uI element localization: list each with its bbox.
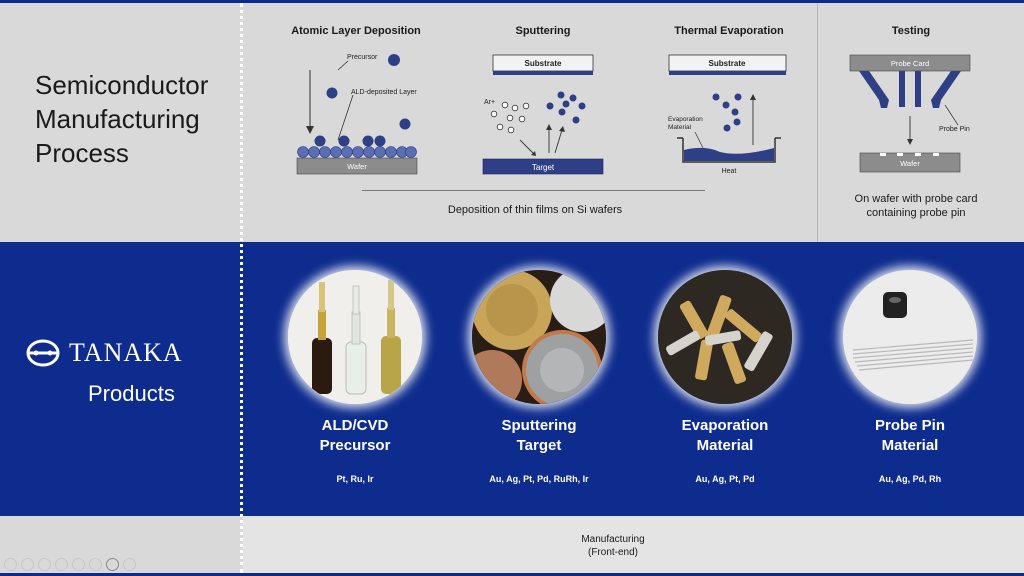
- tanaka-logo: TANAKA: [25, 338, 183, 368]
- sputtering-ion-label: Ar+: [484, 99, 495, 106]
- product-name-sputtering-target: Sputtering Target: [501, 417, 577, 454]
- sputtering-diagram: Substrate Ar+ Target: [482, 54, 604, 175]
- probe-pin-photo: [843, 270, 977, 404]
- ald-precursor-label: Precursor: [347, 54, 378, 61]
- slide-prev-icon[interactable]: [4, 558, 17, 571]
- pen-icon[interactable]: [38, 558, 51, 571]
- manufacturing-band: [243, 516, 1024, 573]
- tanaka-mark-icon: [26, 339, 60, 367]
- testing-divider: [817, 3, 818, 242]
- section-divider-dotted: [240, 3, 243, 573]
- footer-label: Manufacturing (Front-end): [581, 534, 645, 558]
- slide-next-icon[interactable]: [21, 558, 34, 571]
- product-materials-evaporation-material: Au, Ag, Pt, Pd: [695, 474, 755, 484]
- product-name-probe-pin: Probe Pin Material: [874, 417, 945, 454]
- products-heading: Products: [88, 381, 175, 406]
- testing-diagram: Probe Card Probe Pin Wafer: [849, 54, 971, 173]
- ald-diagram: Precursor ALD-deposited Layer Wafer: [296, 54, 417, 175]
- ald-layer-label: ALD-deposited Layer: [351, 89, 417, 96]
- copy-icon[interactable]: [55, 558, 68, 571]
- product-materials-sputtering-target: Au, Ag, Pt, Pd, RuRh, Ir: [489, 474, 589, 484]
- sputtering-target-photo: [472, 270, 606, 404]
- precursor-photo: [288, 270, 422, 404]
- ald-wafer-label: Wafer: [347, 162, 367, 171]
- deposition-bracket: [362, 190, 705, 191]
- evaporation-material-photo: [658, 270, 792, 404]
- deposition-caption: Deposition of thin films on Si wafers: [447, 204, 623, 216]
- product-materials-precursor: Pt, Ru, Ir: [336, 474, 374, 484]
- testing-wafer-label: Wafer: [900, 159, 920, 168]
- section-title: Semiconductor Manufacturing Process: [35, 70, 209, 168]
- zoom-icon[interactable]: [72, 558, 85, 571]
- more-icon[interactable]: [123, 558, 136, 571]
- testing-probe-pin-label: Probe Pin: [939, 126, 970, 133]
- sputtering-title: Sputtering: [515, 25, 571, 37]
- bottom-accent-bar: [0, 573, 1024, 576]
- testing-probe-card-label: Probe Card: [891, 59, 929, 68]
- evaporation-heat-label: Heat: [722, 168, 737, 175]
- product-name-evaporation-material: Evaporation Material: [681, 417, 769, 454]
- evaporation-substrate-label: Substrate: [709, 59, 746, 68]
- brand-name: TANAKA: [69, 338, 183, 367]
- testing-title: Testing: [891, 25, 931, 37]
- sputtering-substrate-label: Substrate: [525, 59, 562, 68]
- sputtering-target-label: Target: [532, 163, 555, 172]
- ald-title: Atomic Layer Deposition: [291, 25, 421, 37]
- product-name-precursor: ALD/CVD Precursor: [319, 417, 391, 454]
- slideshow-controls: [4, 558, 136, 571]
- product-materials-probe-pin: Au, Ag, Pd, Rh: [878, 474, 942, 484]
- testing-caption: On wafer with probe card containing prob…: [854, 193, 978, 219]
- process-section: [0, 3, 1024, 242]
- evaporation-title: Thermal Evaporation: [674, 25, 784, 37]
- subtitles-icon[interactable]: [89, 558, 102, 571]
- top-accent-bar: [0, 0, 1024, 3]
- camera-icon[interactable]: [106, 558, 119, 571]
